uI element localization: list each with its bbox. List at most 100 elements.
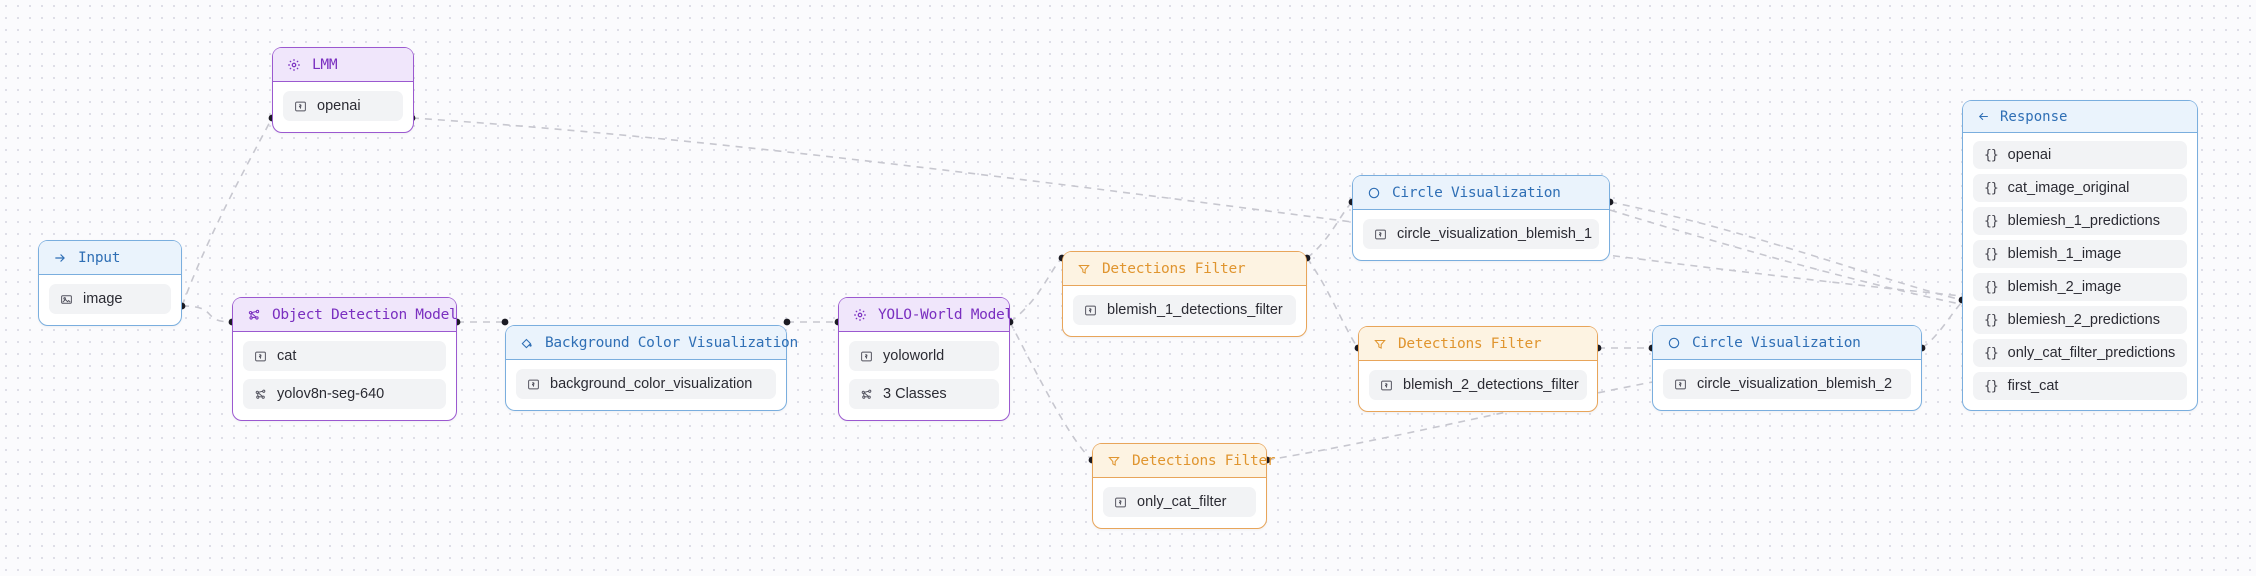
- json-braces-icon: {}: [1984, 147, 1999, 163]
- node-input[interactable]: Input image: [38, 240, 182, 326]
- node-object-detection-model[interactable]: Object Detection Model cat yolov8n-seg-6…: [232, 297, 458, 421]
- json-braces-icon: {}: [1984, 213, 1999, 229]
- node-yolo-world-model[interactable]: YOLO-World Model yoloworld 3 Classes: [838, 297, 1013, 421]
- response-panel-title: Response: [2000, 108, 2068, 125]
- response-item-label: cat_image_original: [2007, 180, 2130, 196]
- paint-icon: [520, 336, 534, 350]
- node-background-color-header[interactable]: Background Color Visualization: [506, 326, 798, 360]
- node-detections-filter-3-row[interactable]: only_cat_filter: [1103, 487, 1256, 517]
- node-lmm-row-openai[interactable]: openai: [283, 91, 403, 121]
- response-item-label: blemiesh_2_predictions: [2007, 312, 2160, 328]
- json-braces-icon: {}: [1984, 345, 1999, 361]
- node-circle-2-row[interactable]: circle_visualization_blemish_2: [1663, 369, 1911, 399]
- node-background-color-body: background_color_visualization: [506, 360, 786, 410]
- node-detections-filter-2-row-label: blemish_2_detections_filter: [1403, 377, 1579, 393]
- response-panel-body: {} openai {} cat_image_original {} blemiesh…: [1963, 133, 2197, 410]
- string-icon: [1374, 228, 1387, 241]
- node-background-color-row[interactable]: background_color_visualization: [516, 369, 776, 399]
- string-icon: [527, 378, 540, 391]
- node-object-detection-title: Object Detection Model: [272, 306, 458, 323]
- node-detections-filter-2-header[interactable]: Detections Filter: [1359, 327, 1597, 361]
- node-lmm-body: openai: [273, 82, 413, 132]
- string-icon: [1084, 304, 1097, 317]
- response-item-label: blemish_2_image: [2007, 279, 2122, 295]
- node-detections-filter-3-row-label: only_cat_filter: [1137, 494, 1227, 510]
- node-detections-filter-blemish-2[interactable]: Detections Filter blemish_2_detections_f…: [1358, 326, 1598, 412]
- node-circle-2-body: circle_visualization_blemish_2: [1653, 360, 1921, 410]
- node-yolo-world-title: YOLO-World Model: [878, 306, 1013, 323]
- node-object-detection-row-model[interactable]: yolov8n-seg-640: [243, 379, 446, 409]
- response-item[interactable]: {} blemiesh_1_predictions: [1973, 207, 2187, 235]
- node-detections-filter-2-title: Detections Filter: [1398, 335, 1542, 352]
- node-lmm-title: LMM: [312, 56, 338, 73]
- node-circle-visualization-1[interactable]: Circle Visualization circle_visualizatio…: [1352, 175, 1610, 261]
- response-item[interactable]: {}first_cat: [1973, 372, 2187, 400]
- response-item[interactable]: {} blemiesh_2_predictions: [1973, 306, 2187, 334]
- node-circle-2-row-label: circle_visualization_blemish_2: [1697, 376, 1893, 392]
- node-detections-filter-3-header[interactable]: Detections Filter: [1093, 444, 1276, 478]
- node-yolo-world-row-label-2: 3 Classes: [883, 386, 947, 402]
- response-item-label: only_cat_filter_predictions: [2007, 345, 2176, 361]
- response-item[interactable]: {}blemish_2_image: [1973, 273, 2187, 301]
- node-object-detection-row-label-2: yolov8n-seg-640: [277, 386, 385, 402]
- filter-icon: [1107, 454, 1121, 468]
- node-circle-1-row-label: circle_visualization_blemish_1: [1397, 226, 1593, 242]
- node-yolo-world-row-label: yoloworld: [883, 348, 945, 364]
- node-input-header[interactable]: Input: [39, 241, 181, 275]
- response-item-label: openai: [2007, 147, 2052, 163]
- string-icon: [1674, 378, 1687, 391]
- node-detections-filter-only-cat[interactable]: Detections Filter only_cat_filter: [1092, 443, 1276, 529]
- response-item[interactable]: {} only_cat_filter_predictions: [1973, 339, 2187, 367]
- node-circle-visualization-2[interactable]: Circle Visualization circle_visualizatio…: [1652, 325, 1922, 411]
- node-detections-filter-1-body: blemish_1_detections_filter: [1063, 286, 1306, 336]
- node-detections-filter-2-row[interactable]: blemish_2_detections_filter: [1369, 370, 1587, 400]
- filter-icon: [1373, 337, 1387, 351]
- response-item-label: blemish_1_image: [2007, 246, 2122, 262]
- response-item[interactable]: {} openai: [1973, 141, 2187, 169]
- node-detections-filter-1-header[interactable]: Detections Filter: [1063, 252, 1306, 286]
- node-input-row-image[interactable]: image: [49, 284, 171, 314]
- response-panel-header[interactable]: Response: [1963, 101, 2197, 133]
- string-icon: [294, 100, 307, 113]
- node-detections-filter-2-body: blemish_2_detections_filter: [1359, 361, 1597, 411]
- node-circle-2-title: Circle Visualization: [1692, 334, 1861, 351]
- response-item[interactable]: {} cat_image_original: [1973, 174, 2187, 202]
- model-graph-icon: [254, 388, 267, 401]
- node-circle-1-header[interactable]: Circle Visualization: [1353, 176, 1609, 210]
- node-object-detection-row-label: cat: [277, 348, 297, 364]
- node-circle-1-body: circle_visualization_blemish_1: [1353, 210, 1609, 260]
- node-yolo-world-body: yoloworld 3 Classes: [839, 332, 1009, 420]
- node-detections-filter-blemish-1[interactable]: Detections Filter blemish_1_detections_f…: [1062, 251, 1307, 337]
- node-background-color-row-label: background_color_visualization: [550, 376, 753, 392]
- node-lmm[interactable]: LMM openai: [272, 47, 414, 133]
- json-braces-icon: {}: [1984, 180, 1999, 196]
- node-object-detection-header[interactable]: Object Detection Model: [233, 298, 458, 332]
- node-circle-2-header[interactable]: Circle Visualization: [1653, 326, 1921, 360]
- node-circle-1-row[interactable]: circle_visualization_blemish_1: [1363, 219, 1599, 249]
- node-detections-filter-3-body: only_cat_filter: [1093, 478, 1266, 528]
- node-background-color-visualization[interactable]: Background Color Visualization backgroun…: [505, 325, 798, 411]
- gear-icon: [853, 308, 867, 322]
- response-item-label: blemiesh_1_predictions: [2007, 213, 2160, 229]
- node-lmm-header[interactable]: LMM: [273, 48, 413, 82]
- node-object-detection-body: cat yolov8n-seg-640: [233, 332, 456, 420]
- response-panel[interactable]: Response {} openai {} cat_image_original {…: [1962, 100, 2198, 411]
- circle-icon: [1367, 186, 1381, 200]
- node-input-row-label: image: [83, 291, 123, 307]
- model-graph-icon: [860, 388, 873, 401]
- node-yolo-world-row-model[interactable]: yoloworld: [849, 341, 999, 371]
- node-object-detection-row-cat[interactable]: cat: [243, 341, 446, 371]
- node-yolo-world-row-classes[interactable]: 3 Classes: [849, 379, 999, 409]
- string-icon: [860, 350, 873, 363]
- node-yolo-world-header[interactable]: YOLO-World Model: [839, 298, 1013, 332]
- string-icon: [1380, 379, 1393, 392]
- json-braces-icon: {}: [1984, 312, 1999, 328]
- string-icon: [1114, 496, 1127, 509]
- arrow-right-icon: [53, 251, 67, 265]
- node-input-body: image: [39, 275, 181, 325]
- circle-icon: [1667, 336, 1681, 350]
- node-detections-filter-1-row[interactable]: blemish_1_detections_filter: [1073, 295, 1296, 325]
- image-icon: [60, 293, 73, 306]
- response-item[interactable]: {}blemish_1_image: [1973, 240, 2187, 268]
